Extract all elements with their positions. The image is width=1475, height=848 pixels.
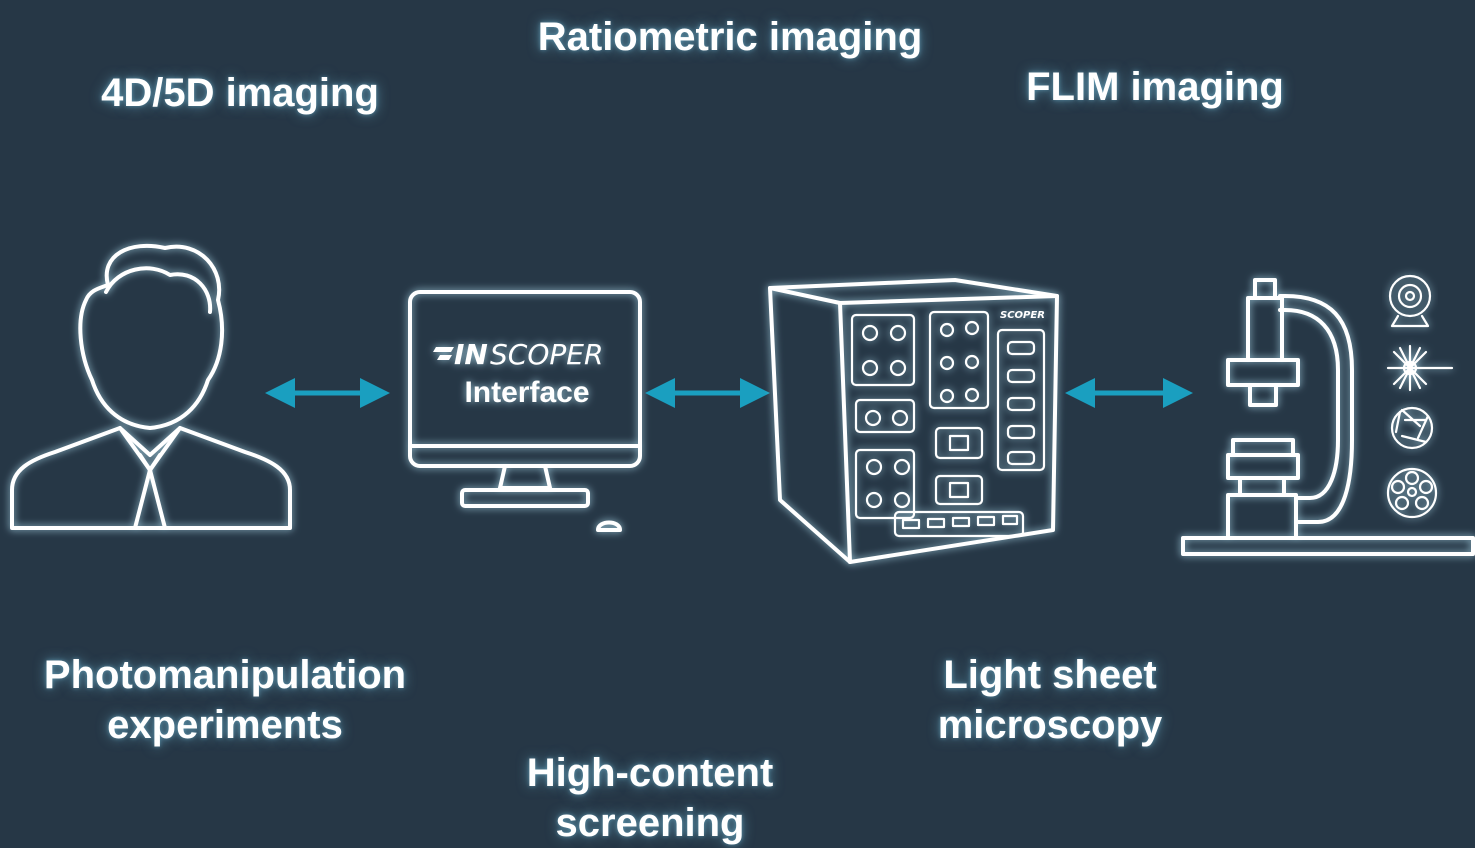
label-photomanipulation-line2: experiments — [107, 703, 343, 747]
controller-brand: SCOPER — [1000, 310, 1045, 321]
camera-icon — [1388, 274, 1432, 328]
label-ratiometric-imaging: Ratiometric imaging — [537, 15, 923, 59]
shutter-icon — [1390, 406, 1434, 450]
computer-brand-suffix: SCOPER — [490, 338, 603, 371]
computer-icon: IN SCOPER Interface — [408, 290, 642, 532]
controller-box-icon: SCOPER — [768, 278, 1059, 564]
user-icon — [10, 243, 292, 530]
computer-brand-prefix: IN — [454, 338, 488, 371]
label-light-sheet-line2: microscopy — [937, 703, 1163, 747]
label-light-sheet: Light sheet microscopy — [900, 650, 1200, 750]
microscope-icon — [1181, 278, 1475, 556]
laser-icon — [1386, 344, 1454, 392]
label-high-content: High-content screening — [480, 748, 820, 848]
label-4d5d-imaging: 4D/5D imaging — [101, 71, 379, 115]
filter-wheel-icon — [1386, 467, 1438, 519]
computer-subtitle: Interface — [464, 376, 589, 409]
label-light-sheet-line1: Light sheet — [943, 653, 1157, 697]
label-high-content-line2: screening — [555, 801, 745, 845]
label-photomanipulation: Photomanipulation experiments — [10, 650, 440, 750]
label-high-content-line1: High-content — [526, 751, 774, 795]
label-photomanipulation-line1: Photomanipulation — [43, 653, 407, 697]
label-flim-imaging: FLIM imaging — [1026, 65, 1284, 109]
